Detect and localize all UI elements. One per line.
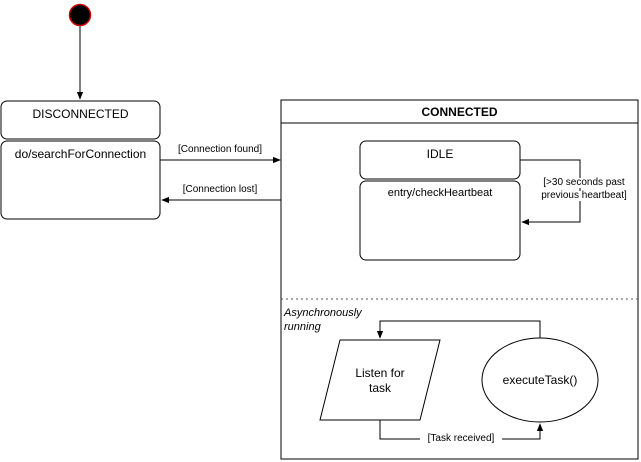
initial-state[interactable]: [68, 3, 92, 27]
disconnected-state-body[interactable]: [0, 140, 161, 220]
connection-lost-label: [Connection lost]: [182, 184, 258, 195]
idle-state-body[interactable]: [359, 180, 521, 261]
heartbeat-label-line1: [>30 seconds past: [532, 178, 636, 188]
listen-for-task-line2: task: [368, 381, 391, 395]
listen-for-task-line1: Listen for: [355, 366, 405, 380]
disconnected-state-activity: do/searchForConnection: [14, 147, 147, 161]
return-to-listen-arrow[interactable]: [376, 320, 541, 339]
listen-for-task-node[interactable]: [319, 339, 441, 421]
idle-state-activity: entry/checkHeartbeat: [387, 187, 493, 199]
disconnected-state-name: DISCONNECTED: [32, 107, 129, 121]
connected-state-name: CONNECTED: [421, 105, 498, 119]
async-region-label-line1: Asynchronously: [284, 307, 362, 319]
execute-task-label: executeTask(): [502, 373, 578, 387]
heartbeat-label-line2: previous heartbeat]: [532, 191, 636, 201]
disconnected-state-header[interactable]: [0, 100, 161, 140]
task-received-label: [Task received]: [420, 434, 502, 444]
idle-state-name: IDLE: [426, 147, 454, 161]
connection-found-label: [Connection found]: [178, 144, 262, 155]
async-region-label-line2: running: [284, 321, 321, 333]
